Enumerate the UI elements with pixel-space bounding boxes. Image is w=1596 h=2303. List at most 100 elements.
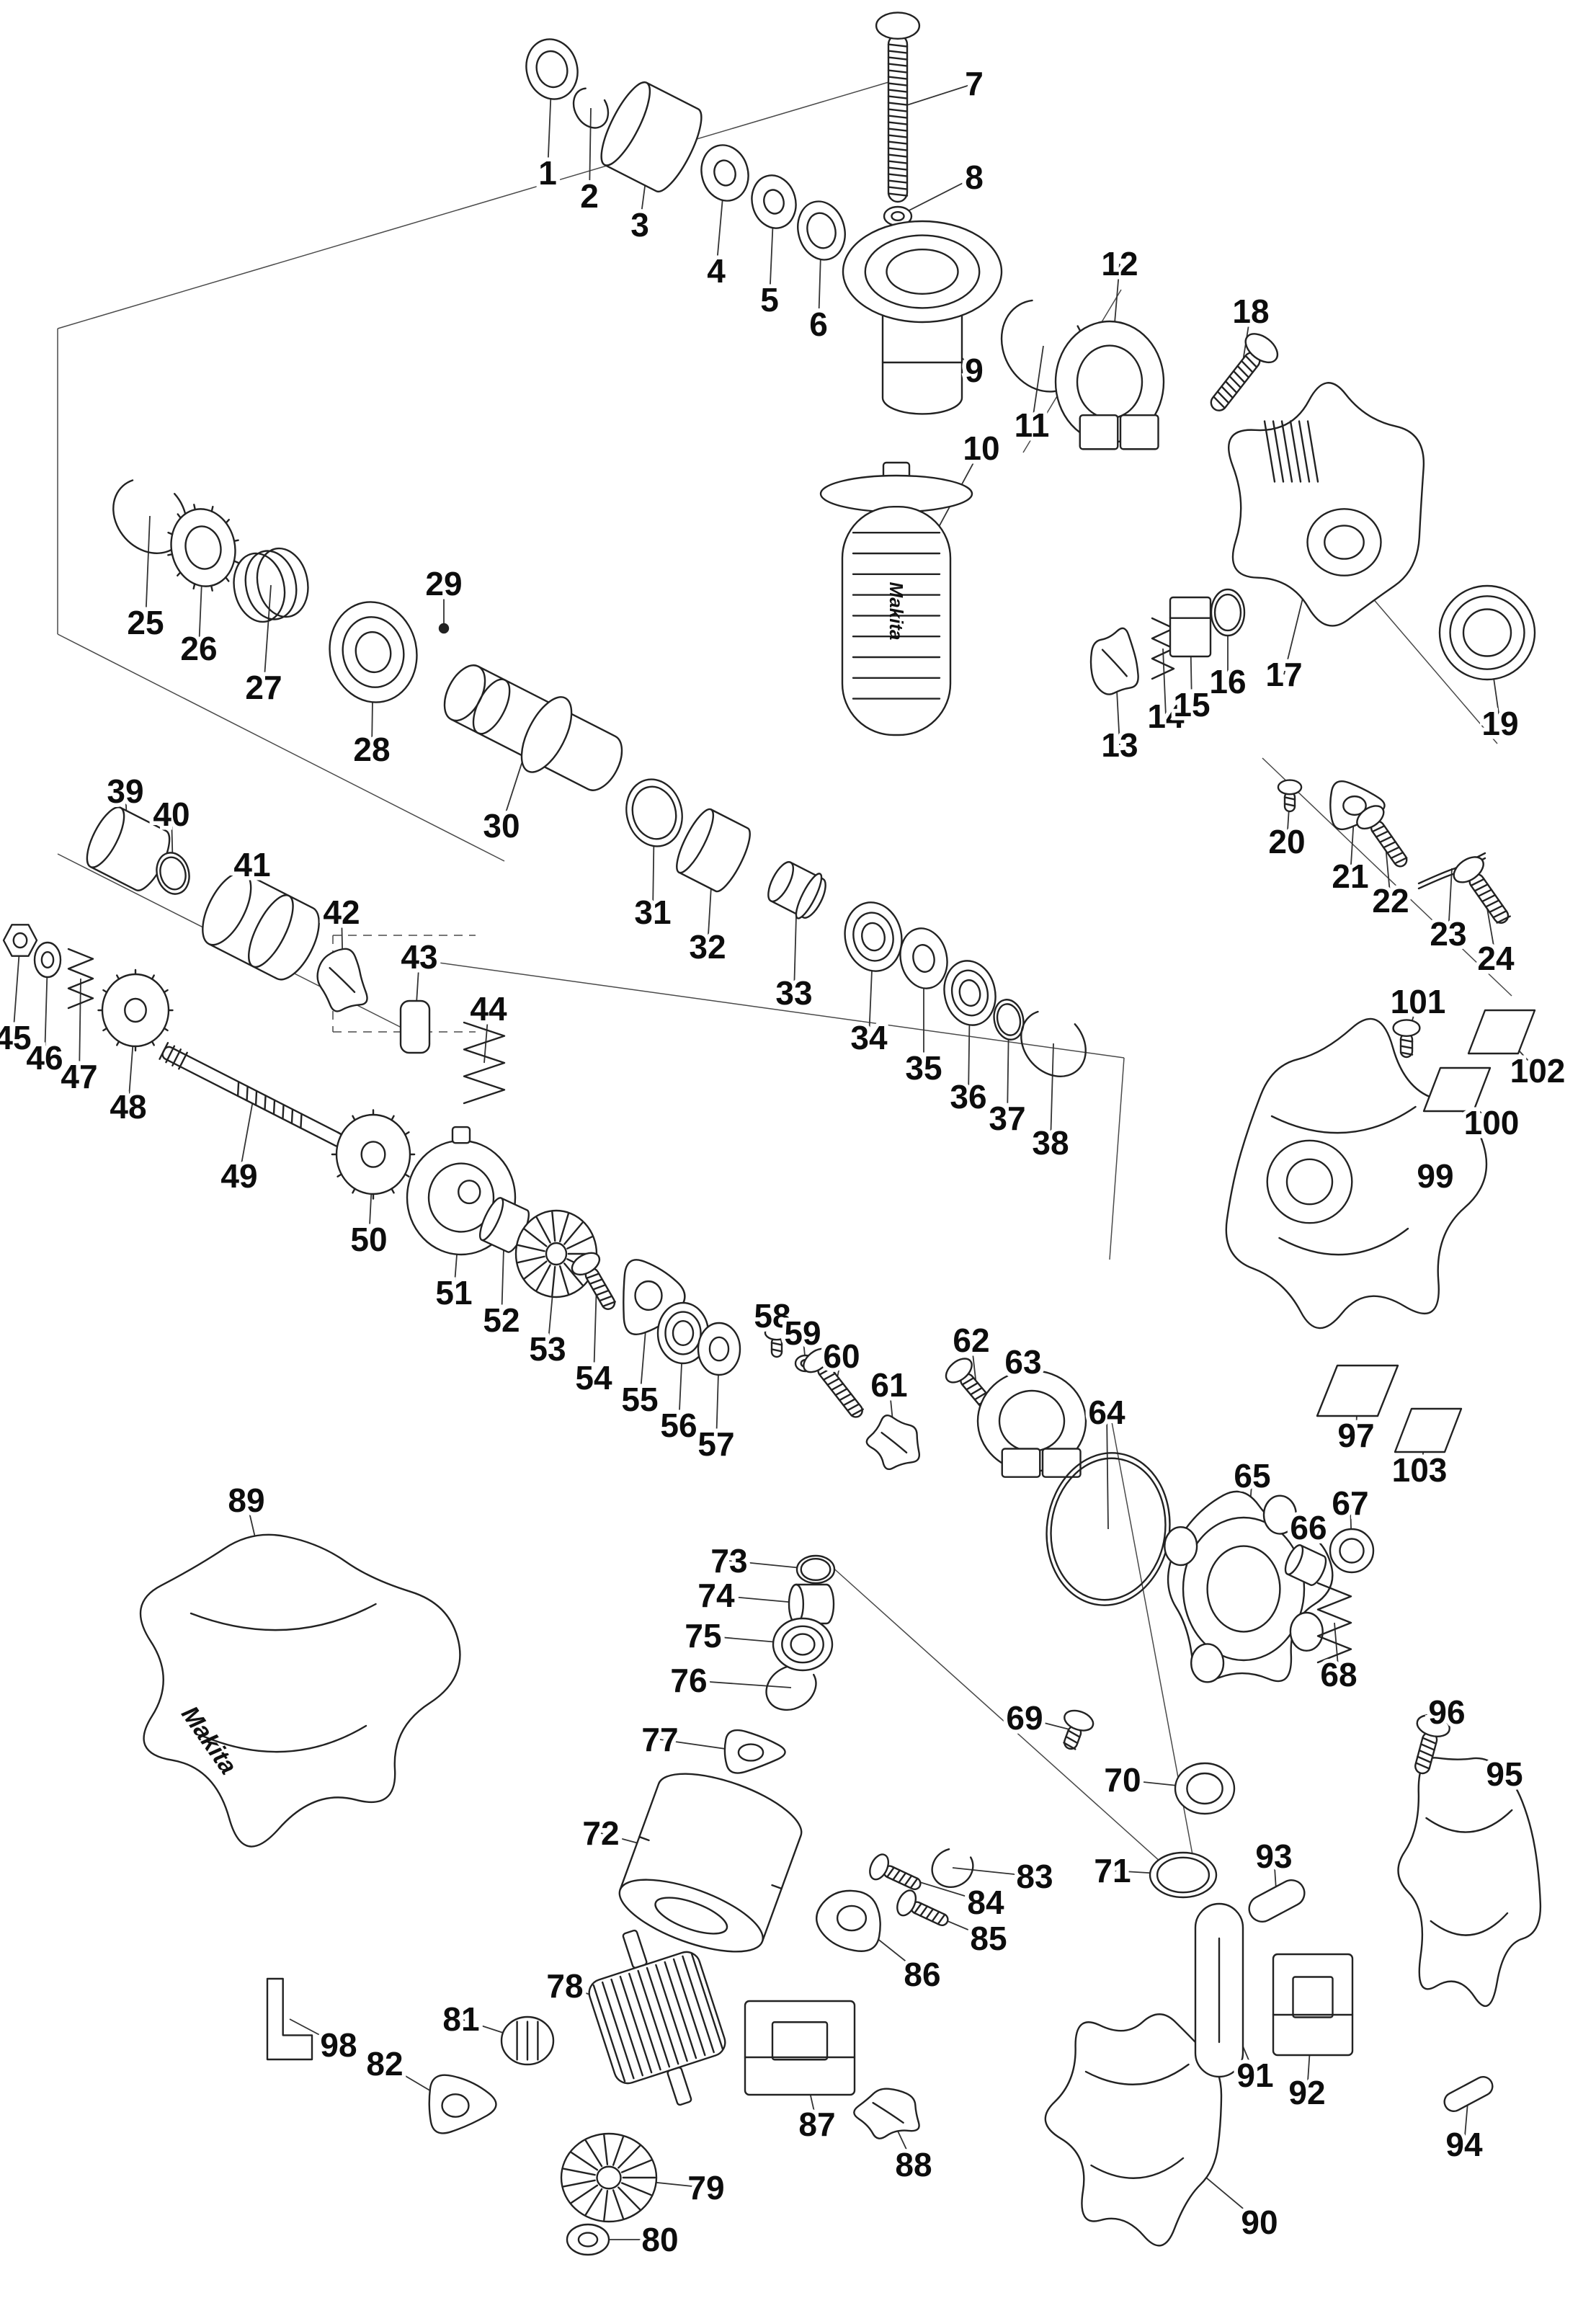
leader-line-68 [1334,1622,1339,1675]
part-number-label-62: 62 [953,1322,989,1359]
part-number-label-86: 86 [904,1956,940,1993]
part-shape-63 [976,1369,1087,1478]
part-number-label-63: 63 [1004,1343,1041,1381]
part-number-label-30: 30 [483,807,520,845]
leader-line-64 [1106,1412,1109,1530]
part-number-label-99: 99 [1417,1157,1453,1195]
part-shape-10 [819,461,973,736]
part-number-label-102: 102 [1510,1052,1566,1090]
part-shape-87 [744,2000,856,2096]
part-number-label-27: 27 [245,669,282,706]
leader-line-69 [1024,1717,1076,1732]
part-shape-96 [1414,1714,1450,1775]
part-number-label-31: 31 [634,894,671,931]
part-shape-47 [67,948,94,1010]
part-shape-48 [97,968,174,1052]
part-number-label-9: 9 [965,352,984,389]
part-shape-5 [751,174,797,229]
leader-line-47 [79,978,81,1077]
part-shape-19 [1438,584,1536,681]
part-shape-4 [700,144,749,202]
part-number-label-100: 100 [1464,1104,1520,1141]
part-number-label-15: 15 [1173,686,1210,723]
part-shape-80 [566,2223,610,2256]
part-number-label-43: 43 [401,938,437,976]
part-shape-2 [572,87,610,129]
part-shape-88 [853,2088,920,2139]
part-shape-9 [842,220,1003,415]
part-shape-16 [1210,588,1246,637]
part-number-label-89: 89 [228,1482,264,1519]
part-shape-28 [329,601,418,703]
part-shape-98 [266,1977,313,2061]
part-number-label-17: 17 [1265,656,1302,693]
part-number-label-83: 83 [1016,1858,1053,1895]
part-shape-94 [1443,2076,1494,2112]
part-number-label-82: 82 [366,2045,403,2082]
leader-line-76 [688,1680,792,1688]
part-number-label-77: 77 [641,1721,678,1758]
leader-line-38 [1050,1043,1054,1144]
leader-line-54 [593,1282,597,1378]
leader-line-8 [897,177,975,217]
part-number-label-10: 10 [963,429,999,467]
part-shape-78 [588,1929,726,2106]
leader-line-83 [952,1867,1035,1877]
part-number-label-8: 8 [965,159,984,196]
part-number-label-53: 53 [529,1330,566,1368]
part-number-label-36: 36 [950,1078,986,1115]
part-shape-43 [399,999,431,1054]
part-shape-37 [993,999,1025,1041]
part-number-label-18: 18 [1232,293,1269,330]
part-number-label-85: 85 [970,1920,1007,1957]
part-shape-91 [1194,1902,1244,2078]
part-number-label-2: 2 [580,177,599,215]
part-number-label-65: 65 [1234,1457,1270,1494]
part-shape-69 [1063,1709,1095,1750]
part-shape-54 [571,1252,616,1310]
part-number-label-56: 56 [660,1407,697,1444]
part-number-label-90: 90 [1241,2204,1278,2241]
part-shape-27 [233,547,309,623]
part-number-label-12: 12 [1101,245,1138,282]
part-number-label-94: 94 [1445,2126,1483,2163]
part-shape-26 [167,504,239,592]
part-shape-42 [316,948,368,1012]
part-number-label-76: 76 [670,1662,707,1699]
part-number-label-23: 23 [1430,915,1466,953]
part-shape-101 [1392,1019,1421,1059]
part-number-label-39: 39 [107,772,143,810]
part-number-label-51: 51 [435,1274,472,1311]
part-number-label-96: 96 [1428,1693,1465,1731]
part-shape-52 [479,1197,530,1253]
part-shape-83 [931,1848,974,1888]
part-number-label-55: 55 [621,1381,658,1418]
leader-line-23 [1448,868,1453,935]
part-number-label-81: 81 [442,2000,479,2038]
part-number-label-72: 72 [582,1814,619,1852]
part-shape-56 [656,1301,710,1365]
part-shape-3 [600,81,703,193]
part-shape-100 [1422,1066,1492,1113]
part-shape-77 [723,1729,786,1774]
part-number-label-58: 58 [754,1297,790,1335]
part-shape-1 [525,38,579,100]
part-shape-30 [443,664,623,791]
part-number-label-26: 26 [180,630,217,667]
part-shape-72 [618,1773,803,1953]
part-number-label-54: 54 [575,1359,612,1396]
part-number-label-14: 14 [1147,698,1185,735]
part-number-label-46: 46 [26,1039,63,1077]
guide-line-5 [417,959,1125,1059]
part-shape-79 [560,2132,658,2223]
part-shape-95 [1397,1757,1542,2007]
part-shape-76 [765,1664,817,1711]
part-shape-18 [1210,333,1279,411]
part-number-label-69: 69 [1006,1699,1043,1737]
part-shape-66 [1284,1544,1327,1586]
part-number-label-93: 93 [1255,1838,1292,1875]
part-number-label-61: 61 [870,1366,907,1404]
part-shape-45 [2,924,38,957]
